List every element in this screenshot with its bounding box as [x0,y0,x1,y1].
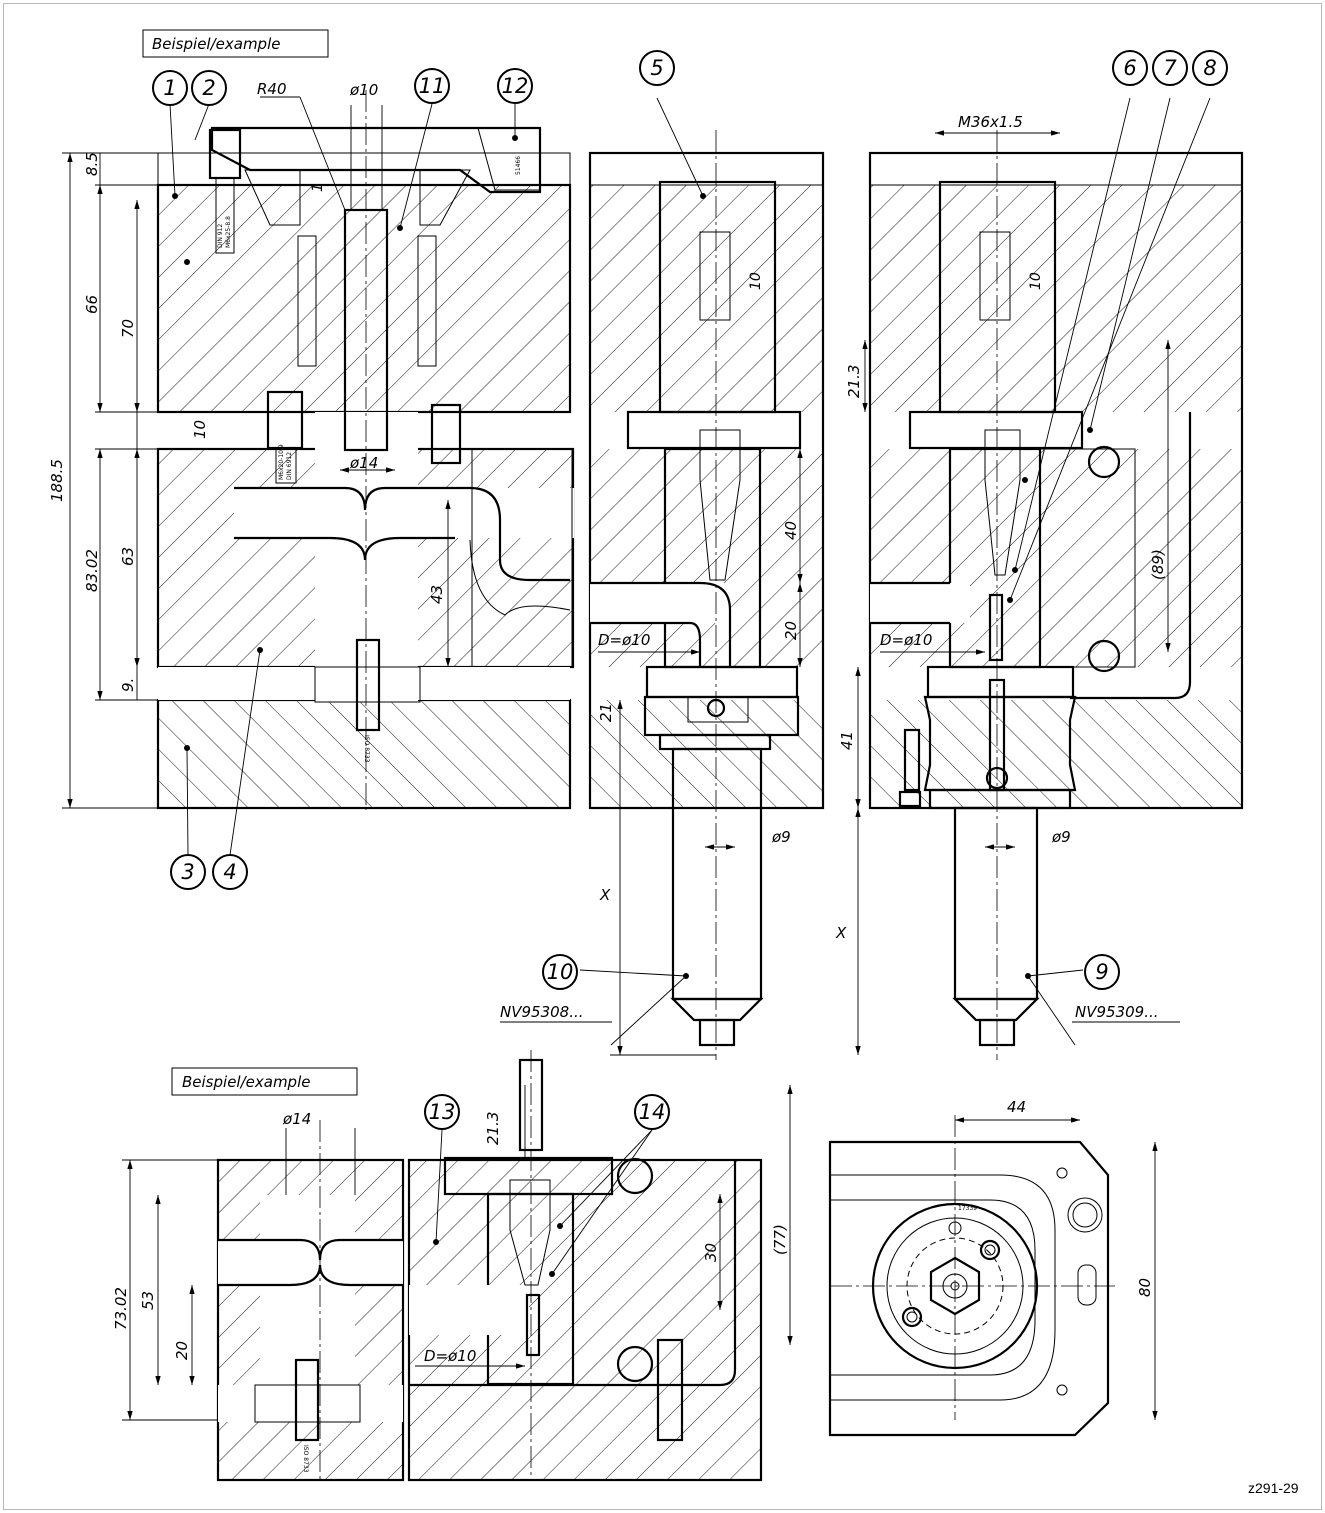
marking-iso8733-a: ISO 8733 [363,735,370,763]
balloon-label-8: 8 [1203,56,1216,80]
dim-20-b: 20 [173,1341,191,1360]
dim-77: (77) [771,1224,789,1255]
balloon-6 [1112,50,1148,86]
balloon-7 [1152,50,1188,86]
dim-70: 70 [119,319,137,338]
dim-m36: M36x1.5 [958,113,1023,131]
balloon-label-14: 14 [639,1100,666,1124]
part-code-nv95308: NV95308... [500,1003,584,1021]
view-b: 40 20 D=ø10 21 X ø9 10 [579,97,825,1060]
balloon-label-12: 12 [502,74,529,98]
view-c: M36x1.5 21.3 (89) 41 X D=ø10 ø9 10 [835,97,1244,1060]
balloon-2 [191,70,227,106]
dim-phi14: ø14 [349,454,378,472]
dim-30: 30 [702,1243,720,1262]
dim-phi14-b: ø14 [282,1110,311,1128]
dim-x-b: X [835,924,847,942]
dim-21: 21 [597,703,615,722]
dim-d10-c: D=ø10 [424,1347,476,1365]
dim-r40: R40 [257,80,287,98]
dim-83-02: 83.02 [83,549,101,592]
marking-m6x25: M6x25-8.8 [225,216,232,248]
dim-9: 9. [119,678,137,692]
drawing-reference: z291-29 [1248,1480,1299,1496]
dim-63: 63 [119,547,137,566]
dim-40: 40 [782,521,800,540]
dim-66: 66 [83,295,101,314]
view-d: 73.02 53 20 30 (77) 21.3 ø14 D=ø10 ISO 8… [112,1050,793,1482]
dim-53: 53 [139,1291,157,1310]
balloon-label-11: 11 [419,74,446,98]
example-label-bottom: Beispiel/example [182,1073,310,1091]
dim-44: 44 [1007,1098,1026,1116]
example-label-top: Beispiel/example [152,35,280,53]
balloon-9 [1084,954,1120,990]
marking-din912: DIN 912 [217,224,224,248]
dim-10-nozzle-b: 10 [1028,272,1044,290]
dim-phi9-a: ø9 [771,828,791,846]
balloon-13 [424,1094,460,1130]
dim-phi9-b: ø9 [1051,828,1071,846]
dim-d10-b: D=ø10 [880,631,932,649]
balloon-8 [1192,50,1228,86]
dim-10-nozzle-a: 10 [748,272,764,290]
balloon-label-10: 10 [547,960,574,984]
dim-d10-a: D=ø10 [598,631,650,649]
balloon-10 [542,954,578,990]
balloon-label-3: 3 [181,860,194,884]
marking-51466: 51466 [515,156,522,175]
dim-x-a: X [599,886,611,904]
part-code-nv95309: NV95309... [1075,1003,1159,1021]
balloon-label-9: 9 [1095,960,1108,984]
balloon-5 [639,50,675,86]
dim-43: 43 [428,585,446,604]
marking-din6912: DIN 6912 [286,452,293,480]
dim-73-02: 73.02 [112,1287,130,1330]
balloon-4 [212,854,248,890]
dim-10: 10 [191,420,209,439]
marking-17339: 17339 [958,1205,977,1212]
dim-8-5: 8.5 [83,152,101,176]
dim-21-3-a: 21.3 [845,365,863,398]
view-a: DIN 912 M6x25-8.8 M6x20-10.9 DIN 6912 51… [48,29,575,856]
balloon-label-5: 5 [650,56,663,80]
balloon-label-6: 6 [1123,56,1136,80]
dim-21-3-b: 21.3 [484,1112,502,1145]
dim-80: 80 [1136,1278,1154,1297]
marking-m6x20: M6x20-10.9 [278,444,285,480]
drawing-frame [3,3,1322,1510]
dim-1: 1 [310,183,326,192]
balloon-label-1: 1 [163,76,176,100]
marking-iso8733-b: ISO 8733 [302,1445,309,1473]
balloon-label-2: 2 [202,76,215,100]
balloon-1 [152,70,188,106]
dim-89: (89) [1149,549,1167,580]
dim-188-5: 188.5 [48,459,66,502]
balloon-14 [634,1094,670,1130]
view-e: 44 80 17339 [828,1098,1158,1437]
dim-41: 41 [838,731,856,750]
balloon-label-7: 7 [1163,56,1177,80]
dim-phi10: ø10 [349,81,378,99]
balloon-3 [170,854,206,890]
balloon-12 [497,68,533,104]
balloon-11 [414,68,450,104]
balloon-label-13: 13 [429,1100,456,1124]
dim-20-mid: 20 [782,621,800,640]
balloon-label-4: 4 [223,860,236,884]
